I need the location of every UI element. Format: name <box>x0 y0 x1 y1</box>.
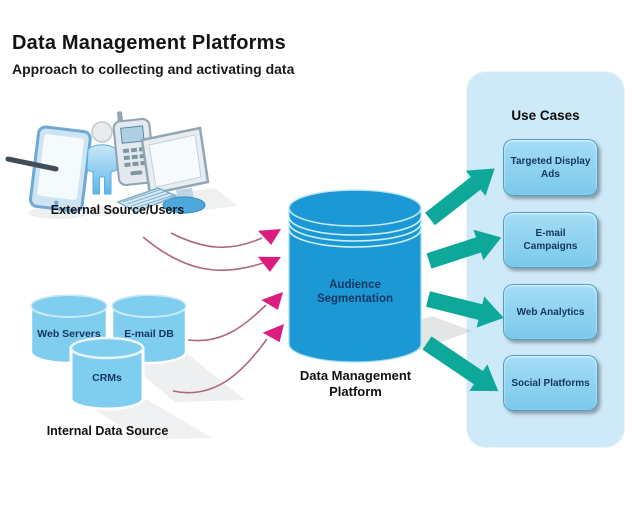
audience-segmentation-label: Audience Segmentation <box>316 279 394 306</box>
flow-arrowhead-4 <box>262 324 284 343</box>
use-case-targeted-display-ads: Targeted Display Ads <box>503 139 598 196</box>
inbound-flow-arrows <box>142 229 284 394</box>
tablet-home-button <box>54 200 59 205</box>
arrow-to-social-platforms <box>422 336 499 392</box>
use-case-email-campaigns: E-mail Campaigns <box>503 212 598 268</box>
platform-caption: Data Management Platform <box>299 368 412 399</box>
keyboard-icon <box>116 187 178 213</box>
web-servers-label: Web Servers <box>37 328 101 340</box>
crms-label: CRMs <box>92 372 122 384</box>
outbound-activation-arrows <box>422 168 504 392</box>
tablet-icon <box>5 125 92 213</box>
flow-arrowhead-2 <box>257 256 281 272</box>
platform-disk-rings <box>288 216 422 248</box>
arrow-to-email-campaigns <box>426 229 502 269</box>
desktop-computer-icon <box>116 126 210 214</box>
external-sources-label: External Source/Users <box>50 203 185 217</box>
crms-cylinder <box>69 336 145 411</box>
flow-arrowhead-1 <box>257 229 281 245</box>
stylus-icon <box>5 156 59 172</box>
mobile-phone-icon <box>112 111 156 187</box>
flow-arrowhead-3 <box>261 292 283 310</box>
person-icon <box>86 121 118 195</box>
email-db-label: E-mail DB <box>124 328 174 340</box>
flow-line-crms <box>172 338 268 394</box>
page-subtitle: Approach to collecting and activating da… <box>12 61 295 77</box>
arrow-to-web-analytics <box>426 291 504 328</box>
person-shadow <box>85 206 123 216</box>
monitor-screen <box>148 134 202 188</box>
use-cases-title: Use Cases <box>511 108 580 123</box>
internal-sources-label: Internal Data Source <box>46 424 169 438</box>
person-body <box>86 144 118 195</box>
use-case-social-platforms: Social Platforms <box>503 355 598 411</box>
monitor-base <box>162 196 206 214</box>
platform-cylinder <box>288 189 422 363</box>
flow-line-external-2 <box>142 236 264 272</box>
page-title: Data Management Platforms <box>12 32 286 54</box>
flow-line-external-1 <box>170 232 263 248</box>
person-head <box>91 121 113 143</box>
flow-line-email-db <box>187 304 267 342</box>
use-case-web-analytics: Web Analytics <box>503 284 598 340</box>
tablet-screen <box>37 134 84 200</box>
arrow-to-targeted-display-ads <box>425 168 495 226</box>
phone-screen <box>120 125 145 144</box>
db-shadow <box>115 352 245 402</box>
